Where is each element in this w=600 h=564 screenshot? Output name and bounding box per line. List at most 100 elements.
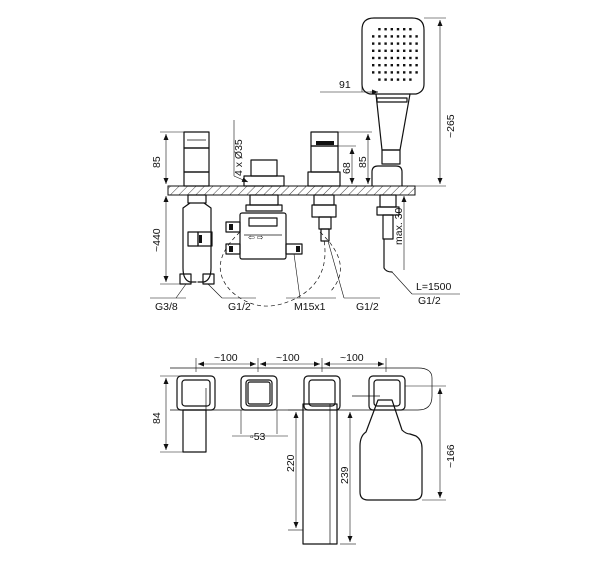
shower-nozzle <box>415 42 418 45</box>
dim-85-left: 85 <box>151 156 163 168</box>
thread-g3-8: G3/8 <box>155 301 178 313</box>
thread-g1-2-left: G1/2 <box>228 301 251 313</box>
shower-nozzle <box>384 71 387 74</box>
center-diverter: ⇦ ⇨ <box>225 159 303 260</box>
dim-100-b: ~100 <box>276 352 300 364</box>
shower-nozzle <box>403 35 406 38</box>
shower-nozzle <box>372 35 375 38</box>
left-valve-body <box>179 194 215 285</box>
shower-nozzle <box>403 71 406 74</box>
dim-220: 220 <box>285 454 297 472</box>
deck-outline <box>170 367 433 411</box>
shower-nozzle <box>384 64 387 67</box>
shower-nozzle <box>396 56 400 60</box>
dim-100-c: ~100 <box>340 352 364 364</box>
dim-84: 84 <box>151 412 163 424</box>
shower-nozzle <box>409 78 412 81</box>
shower-nozzle <box>403 56 406 60</box>
shower-nozzle <box>390 35 393 38</box>
shower-nozzle <box>372 56 375 60</box>
shower-nozzle <box>384 49 387 52</box>
plan-view: ~100 ~100 ~100 84 ▫53 220 239 ~166 <box>151 352 457 545</box>
dim-239: 239 <box>339 466 351 484</box>
shower-nozzle <box>396 35 400 38</box>
shower-holder <box>371 165 403 273</box>
shower-nozzle-grid <box>372 28 418 81</box>
shower-nozzle <box>390 49 393 52</box>
shower-nozzle <box>390 71 393 74</box>
shower-nozzle <box>396 71 400 74</box>
shower-nozzle <box>409 71 412 74</box>
shower-nozzle <box>415 56 418 60</box>
shower-nozzle <box>403 64 406 67</box>
shower-nozzle <box>378 28 381 31</box>
spout <box>307 131 341 242</box>
left-handle <box>183 131 210 187</box>
shower-nozzle <box>409 64 412 67</box>
plan-center-diverter <box>240 375 278 411</box>
thread-g1-2-mid: G1/2 <box>356 301 379 313</box>
front-view: ⇦ ⇨ <box>150 17 460 313</box>
shower-nozzle <box>390 56 393 60</box>
dim-85-mid: 85 <box>357 156 369 168</box>
dim-4x35: 4 x Ø35 <box>233 139 245 176</box>
plan-hand-shower <box>352 375 423 501</box>
shower-nozzle <box>409 28 412 31</box>
shower-nozzle <box>372 64 375 67</box>
dim-100-a: ~100 <box>214 352 238 364</box>
shower-nozzle <box>372 71 375 74</box>
shower-nozzle <box>403 42 406 45</box>
shower-nozzle <box>372 49 375 52</box>
dim-91: 91 <box>339 79 351 91</box>
dim-68: 68 <box>341 162 353 174</box>
dim-166: ~166 <box>445 444 457 468</box>
shower-nozzle <box>396 42 400 45</box>
dim-265: ~265 <box>445 114 457 138</box>
shower-nozzle <box>409 49 412 52</box>
shower-nozzle <box>378 56 381 60</box>
shower-nozzle <box>415 64 418 67</box>
shower-nozzle <box>396 78 400 81</box>
shower-nozzle <box>409 35 412 38</box>
shower-nozzle <box>390 64 393 67</box>
hose-length-label: L=1500 <box>416 281 451 293</box>
countertop-deck <box>167 185 416 196</box>
shower-nozzle <box>384 78 387 81</box>
hose-path-b <box>319 231 341 293</box>
plan-spout <box>302 375 341 545</box>
shower-nozzle <box>378 71 381 74</box>
shower-nozzle <box>378 49 381 52</box>
shower-nozzle <box>378 78 381 81</box>
shower-nozzle <box>415 49 418 52</box>
shower-nozzle <box>409 42 412 45</box>
shower-nozzle <box>390 28 393 31</box>
thread-m15x1: M15x1 <box>294 301 326 313</box>
shower-nozzle <box>403 28 406 31</box>
shower-nozzle <box>409 56 412 60</box>
hand-shower <box>361 17 425 165</box>
hose-thread-label: G1/2 <box>418 295 441 307</box>
dim-440: ~440 <box>151 228 163 252</box>
dim-max30: max. 30 <box>393 207 405 245</box>
svg-text:⇦ ⇨: ⇦ ⇨ <box>248 233 264 242</box>
shower-nozzle <box>378 64 381 67</box>
shower-nozzle <box>384 56 387 60</box>
shower-nozzle <box>403 78 406 81</box>
dim-53: ▫53 <box>250 431 266 443</box>
shower-nozzle <box>415 35 418 38</box>
shower-nozzle <box>378 35 381 38</box>
shower-nozzle <box>390 42 393 45</box>
shower-nozzle <box>415 71 418 74</box>
shower-nozzle <box>378 42 381 45</box>
shower-nozzle <box>372 42 375 45</box>
shower-nozzle <box>384 42 387 45</box>
shower-nozzle <box>396 64 400 67</box>
shower-nozzle <box>396 49 400 52</box>
plan-left-handle <box>176 375 216 453</box>
shower-nozzle <box>384 35 387 38</box>
shower-nozzle <box>384 28 387 31</box>
shower-nozzle <box>390 78 393 81</box>
shower-nozzle <box>403 49 406 52</box>
shower-nozzle <box>396 28 400 31</box>
